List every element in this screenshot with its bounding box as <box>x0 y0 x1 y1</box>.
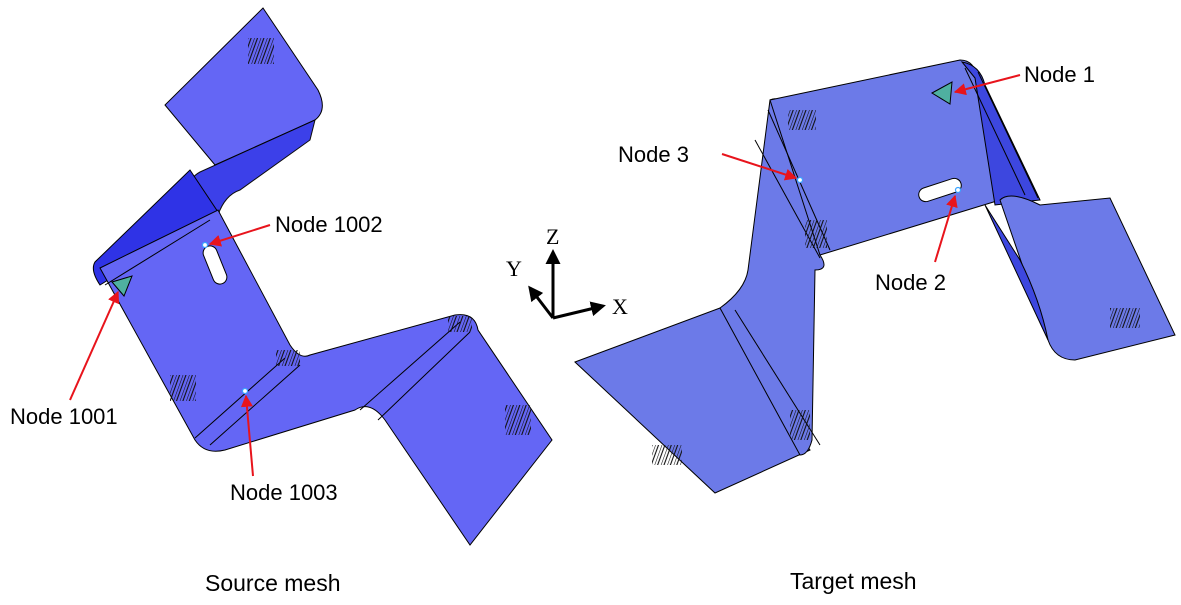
source-mesh <box>92 7 553 546</box>
node-2-marker <box>954 186 962 194</box>
y-axis-arrow <box>528 285 555 319</box>
callout-arrow-node-1001 <box>69 290 120 401</box>
source-mesh-patch <box>170 375 196 401</box>
callout-label-node-3: Node 3 <box>618 142 689 167</box>
callout-arrow-node-1002 <box>208 224 271 247</box>
source-main-panel <box>99 209 553 546</box>
source-caption: Source mesh <box>205 570 341 596</box>
axis-triad: Z X Y <box>506 224 628 320</box>
source-callouts: Node 1002 Node 1001 Node 1003 <box>10 212 383 505</box>
target-mesh-patch <box>805 220 827 248</box>
target-slot <box>918 177 962 203</box>
source-mesh-patch <box>248 38 274 64</box>
source-csys-icon <box>111 275 133 297</box>
x-axis-arrow <box>552 301 606 320</box>
source-mesh-patch <box>448 316 472 332</box>
target-csys-icon <box>931 81 953 105</box>
callout-label-node-1: Node 1 <box>1024 62 1095 87</box>
callout-arrow-node-1 <box>953 74 1021 96</box>
callout-label-node-2: Node 2 <box>875 270 946 295</box>
callout-arrow-node-2 <box>934 194 958 263</box>
x-axis-label: X <box>612 294 628 319</box>
target-mesh <box>574 59 1176 494</box>
source-mesh-patch <box>276 350 300 366</box>
target-mesh-patch <box>788 110 816 130</box>
target-callouts: Node 1 Node 3 Node 2 <box>618 62 1095 295</box>
y-axis-label: Y <box>506 256 522 281</box>
target-caption: Target mesh <box>790 568 917 594</box>
callout-label-node-1002: Node 1002 <box>275 212 383 237</box>
z-axis-label: Z <box>546 224 559 249</box>
target-mesh-patch <box>790 410 810 440</box>
node-1002-marker <box>201 241 209 249</box>
target-mesh-patch <box>1110 308 1140 328</box>
callout-arrow-node-1003 <box>240 394 254 477</box>
callout-label-node-1001: Node 1001 <box>10 404 118 429</box>
node-3-marker <box>796 176 804 184</box>
callout-label-node-1003: Node 1003 <box>230 480 338 505</box>
node-1003-marker <box>241 387 249 395</box>
callout-arrow-node-3 <box>721 153 798 181</box>
target-mesh-patch <box>652 445 682 465</box>
source-mesh-patch <box>505 405 531 435</box>
